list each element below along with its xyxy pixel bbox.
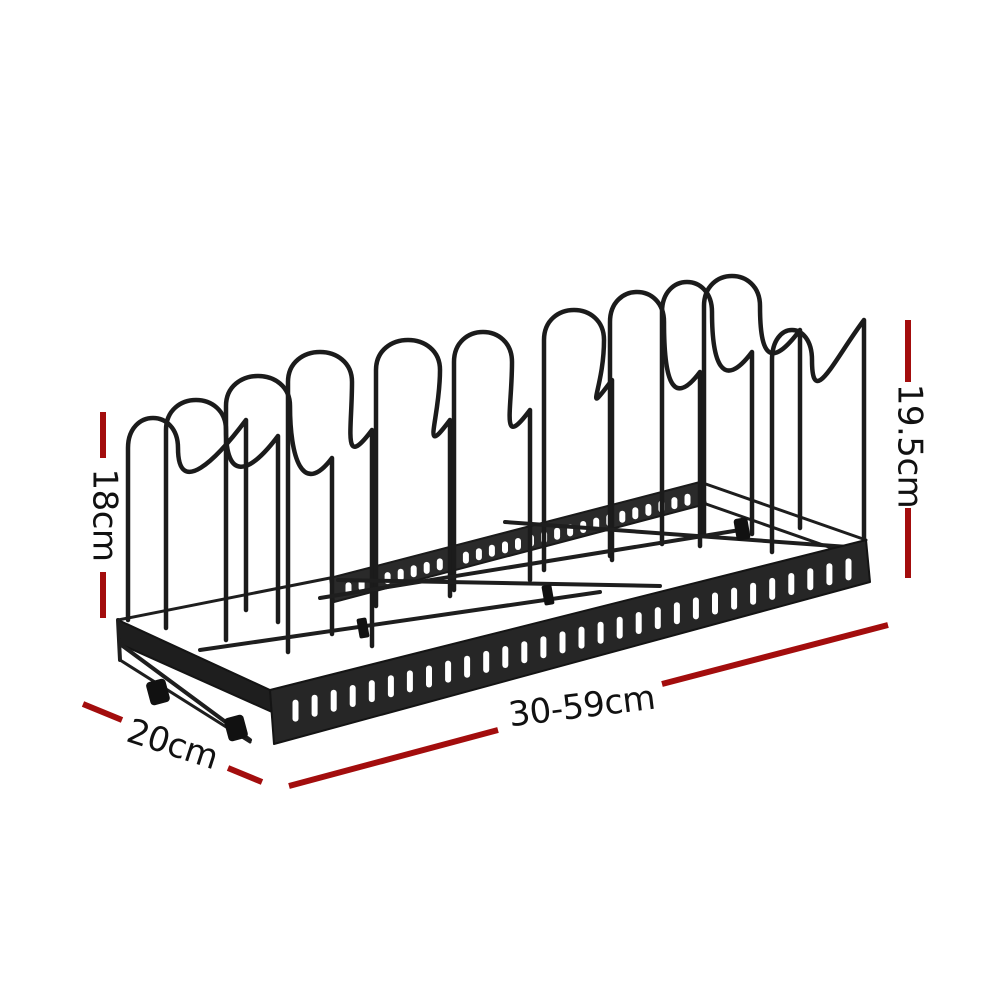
left-side-frame (116, 618, 273, 744)
front-slot (483, 650, 490, 673)
height-left-label: 18cm (85, 468, 125, 561)
wire-divider (701, 273, 803, 537)
length-line-left (288, 727, 499, 789)
dimension-lines (81, 320, 911, 789)
front-slot (559, 631, 566, 654)
back-slot (632, 507, 639, 520)
back-slot (554, 527, 561, 540)
wire-divider (125, 415, 249, 623)
wire-dividers (125, 273, 867, 655)
front-slot (540, 636, 547, 659)
length-line-right (661, 622, 889, 687)
front-slot (502, 646, 509, 668)
wire-divider (541, 307, 615, 573)
wire-divider (659, 279, 755, 547)
back-slot (436, 558, 443, 571)
length-label: 30-59cm (506, 678, 657, 736)
depth-line-right (226, 765, 264, 785)
depth-line-left (81, 701, 124, 723)
front-slot (845, 558, 852, 581)
back-slot (619, 510, 626, 523)
back-slot (502, 541, 508, 554)
front-slot (311, 694, 318, 717)
front-slot (387, 675, 394, 698)
wire-divider (285, 349, 375, 655)
front-slot (673, 602, 680, 625)
back-slot (410, 565, 417, 578)
front-slot (445, 660, 452, 683)
front-slot (712, 592, 718, 615)
front-slot (426, 665, 432, 688)
depth-label: 20cm (122, 711, 223, 778)
front-slot (635, 612, 642, 634)
front-slot (349, 685, 356, 707)
back-slot (475, 548, 482, 561)
pot-lid-rack-icon (116, 273, 871, 745)
front-slot (368, 680, 375, 703)
front-slot (597, 621, 604, 644)
height-right-label: 19.5cm (890, 384, 930, 509)
back-slot (462, 551, 469, 564)
wire-divider (373, 337, 453, 609)
front-slot (406, 670, 413, 693)
front-rail (269, 539, 871, 745)
front-slot (731, 587, 738, 610)
front-slot (464, 655, 471, 678)
front-slot (521, 641, 528, 664)
front-slot (330, 689, 337, 712)
back-slot (671, 497, 678, 510)
back-slot (488, 544, 495, 557)
front-slot (616, 616, 623, 639)
front-slot (769, 577, 776, 600)
front-slot (692, 597, 699, 620)
wire-divider (451, 329, 533, 593)
wire-divider (769, 317, 867, 555)
front-slot (578, 626, 585, 649)
front-slot (788, 573, 795, 595)
wire-divider (163, 397, 281, 631)
front-slot (826, 563, 833, 586)
front-slot (807, 568, 814, 591)
front-slot (654, 607, 661, 630)
back-slot (684, 493, 691, 506)
back-slot (515, 538, 521, 550)
front-slot (750, 582, 757, 605)
front-slot (292, 699, 299, 722)
back-slot (397, 568, 404, 581)
back-rail-slots (345, 493, 691, 595)
back-slot (645, 503, 652, 516)
cross-bars (198, 520, 864, 652)
front-rail-slots (292, 558, 852, 722)
back-slot (423, 561, 430, 574)
